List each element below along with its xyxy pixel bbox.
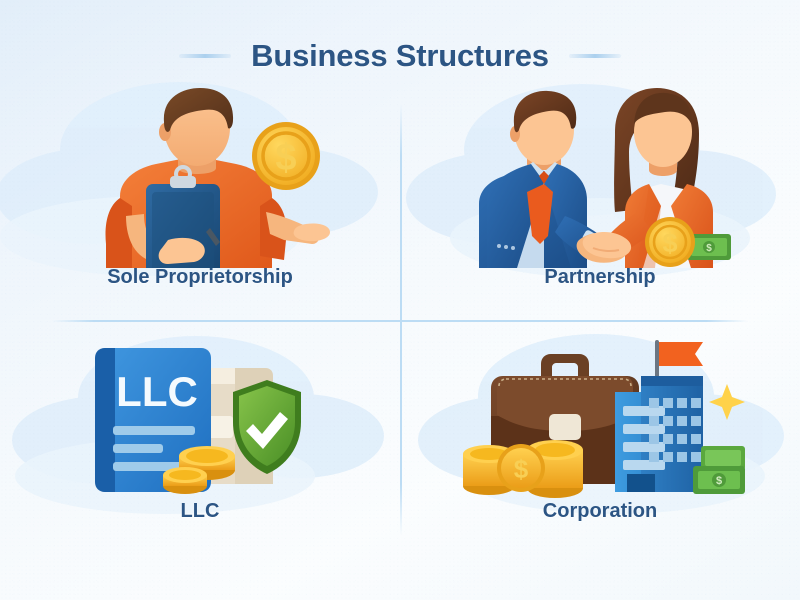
dollar-coin-icon: $: [645, 217, 695, 267]
illustration-llc: LLC: [0, 330, 400, 502]
quadrant-sole-proprietorship[interactable]: $ Sole Proprietorship: [0, 88, 400, 316]
quadrant-label-sole-proprietorship: Sole Proprietorship: [107, 266, 293, 288]
page-title: Business Structures: [251, 38, 549, 73]
quadrant-label-llc: LLC: [180, 500, 220, 522]
page-header: Business Structures: [0, 34, 800, 78]
svg-text:$: $: [716, 475, 722, 487]
illustration-sole-proprietorship: $: [0, 88, 400, 268]
quadrant-partnership[interactable]: $ $ Partnership: [400, 88, 800, 316]
flag-icon: [655, 340, 703, 382]
illustration-corporation: $ $: [400, 330, 800, 502]
title-dash-right-icon: [568, 54, 621, 58]
svg-text:$: $: [514, 454, 529, 484]
svg-text:$: $: [706, 243, 712, 254]
quadrant-llc[interactable]: LLC: [0, 330, 400, 558]
dollar-coin-icon: $: [252, 122, 320, 190]
coin-stack-icon: $: [463, 440, 583, 498]
quadrant-label-partnership: Partnership: [544, 266, 656, 288]
horizontal-divider: [52, 320, 748, 322]
cash-bills-icon: $: [687, 234, 731, 260]
llc-document-heading: LLC: [116, 368, 198, 415]
title-dash-left-icon: [179, 54, 232, 58]
sparkle-icon: [709, 384, 745, 420]
handshake-icon: [576, 232, 632, 263]
quadrant-label-corporation: Corporation: [542, 500, 658, 522]
coin-stack-icon: [163, 446, 235, 494]
office-building-icon: [615, 376, 703, 492]
shield-check-icon: [233, 380, 301, 474]
svg-text:$: $: [275, 137, 296, 179]
quadrant-corporation[interactable]: $ $ Corporation: [400, 330, 800, 558]
cash-bills-icon: $: [693, 446, 745, 494]
illustration-partnership: $ $: [400, 88, 800, 268]
svg-text:$: $: [662, 228, 677, 258]
